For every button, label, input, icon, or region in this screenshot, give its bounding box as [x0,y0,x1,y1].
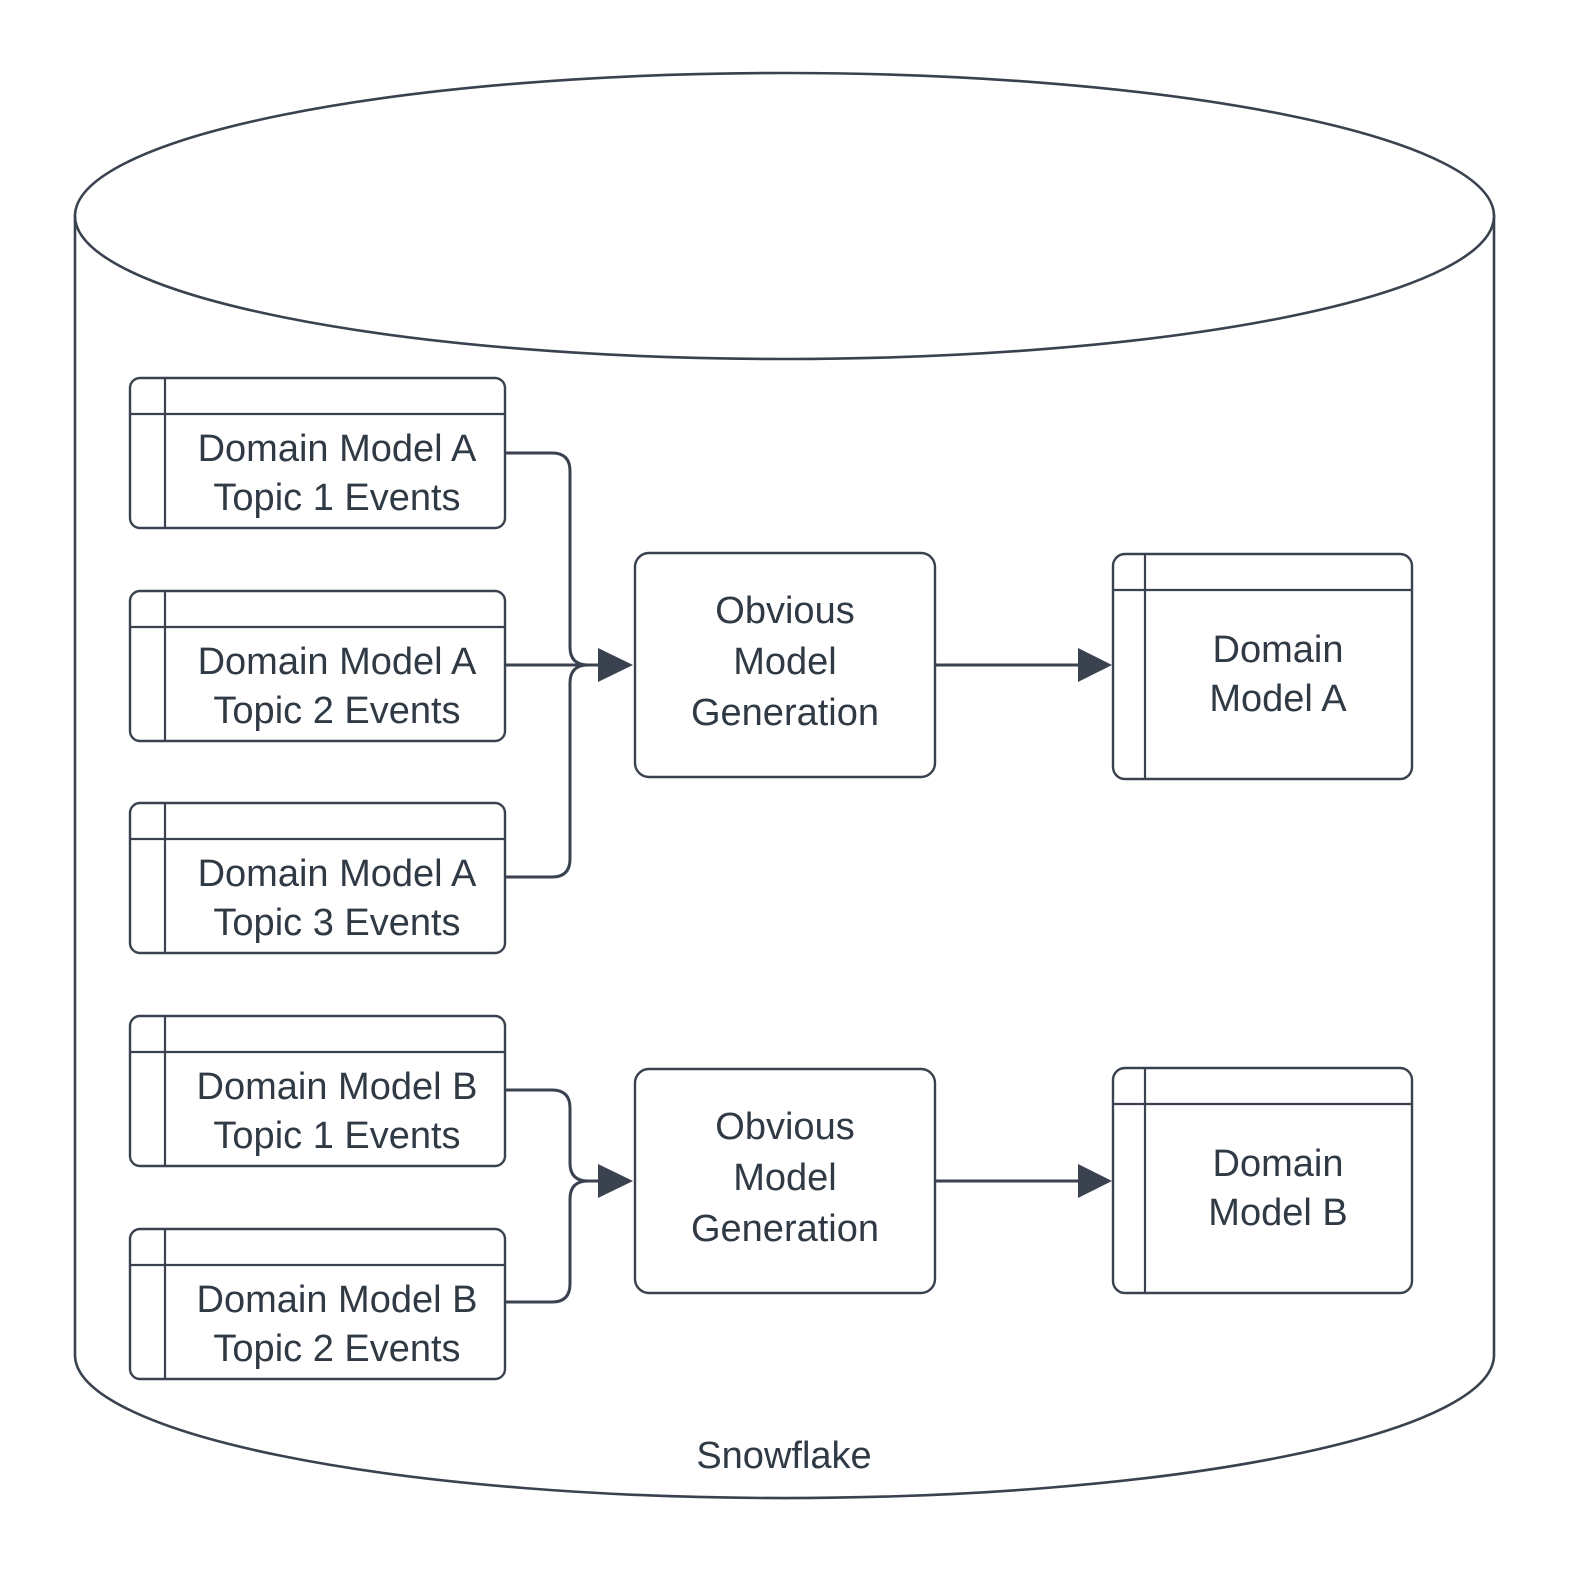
arrow-head-into-process-b [598,1164,633,1198]
connector-group-flow-a [505,451,633,879]
connector-group-flow-b [505,1088,633,1304]
source-table-a2-line2: Topic 2 Events [213,690,460,732]
table-icon [1111,1066,1414,1295]
connector-process-a-to-output-a [936,648,1112,682]
process-box-a [633,551,937,779]
source-table-b2-line2: Topic 2 Events [213,1328,460,1370]
process-b-line1: Obvious [715,1106,854,1148]
connector-a3-to-process [505,663,604,879]
output-table-b-line1: Domain [1213,1143,1344,1185]
process-a-line3: Generation [691,692,879,734]
source-table-b2[interactable]: Domain Model B Topic 2 Events [128,1227,507,1381]
output-table-a-line2: Model A [1209,678,1347,720]
process-b-line3: Generation [691,1208,879,1250]
arrow-head-into-process-a [598,648,633,682]
connector-b2-to-process [505,1179,604,1304]
container-label-snowflake: Snowflake [696,1435,871,1477]
process-a-line1: Obvious [715,590,854,632]
source-table-b1-line1: Domain Model B [197,1066,478,1108]
source-table-a1-line2: Topic 1 Events [213,477,460,519]
connector-b1-to-process [505,1088,604,1183]
output-table-b-line2: Model B [1208,1192,1347,1234]
source-table-a1[interactable]: Domain Model A Topic 1 Events [128,376,507,530]
process-node-b[interactable]: Obvious Model Generation [633,1067,937,1295]
process-a-line2: Model [733,641,837,683]
source-table-b1-line2: Topic 1 Events [213,1115,460,1157]
source-table-a3-line2: Topic 3 Events [213,902,460,944]
output-table-b[interactable]: Domain Model B [1111,1066,1414,1295]
arrow-head-into-output-b [1078,1164,1112,1198]
source-table-b1[interactable]: Domain Model B Topic 1 Events [128,1014,507,1168]
arrow-head-into-output-a [1078,648,1112,682]
source-table-a3-line1: Domain Model A [198,853,477,895]
table-icon [1111,552,1414,781]
process-b-line2: Model [733,1157,837,1199]
source-table-a2[interactable]: Domain Model A Topic 2 Events [128,589,507,743]
output-table-a-line1: Domain [1213,629,1344,671]
source-table-a1-line1: Domain Model A [198,428,477,470]
cylinder-top-ellipse [73,71,1496,361]
connector-process-b-to-output-b [936,1164,1112,1198]
process-box-b [633,1067,937,1295]
table-icon [128,1227,507,1381]
source-table-a3[interactable]: Domain Model A Topic 3 Events [128,801,507,955]
output-table-a[interactable]: Domain Model A [1111,552,1414,781]
source-table-b2-line1: Domain Model B [197,1279,478,1321]
source-table-a2-line1: Domain Model A [198,641,477,683]
process-node-a[interactable]: Obvious Model Generation [633,551,937,779]
